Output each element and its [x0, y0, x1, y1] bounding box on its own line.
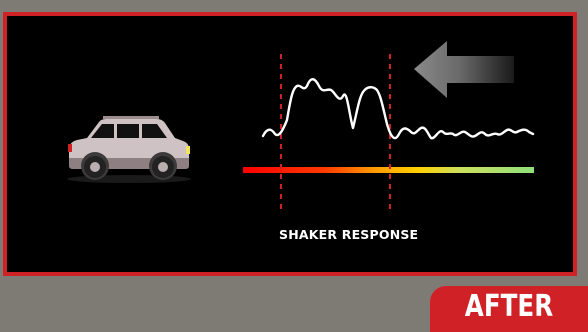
left-arrow-icon — [414, 41, 514, 98]
after-tag: AFTER — [430, 286, 588, 332]
after-tag-label: AFTER — [444, 289, 574, 324]
response-gradient-bar — [243, 167, 534, 173]
suv-icon — [67, 116, 191, 183]
shaker-response-label: SHAKER RESPONSE — [279, 227, 418, 242]
graphic-panel: SHAKER RESPONSE — [3, 12, 577, 276]
response-waveform — [263, 79, 533, 138]
